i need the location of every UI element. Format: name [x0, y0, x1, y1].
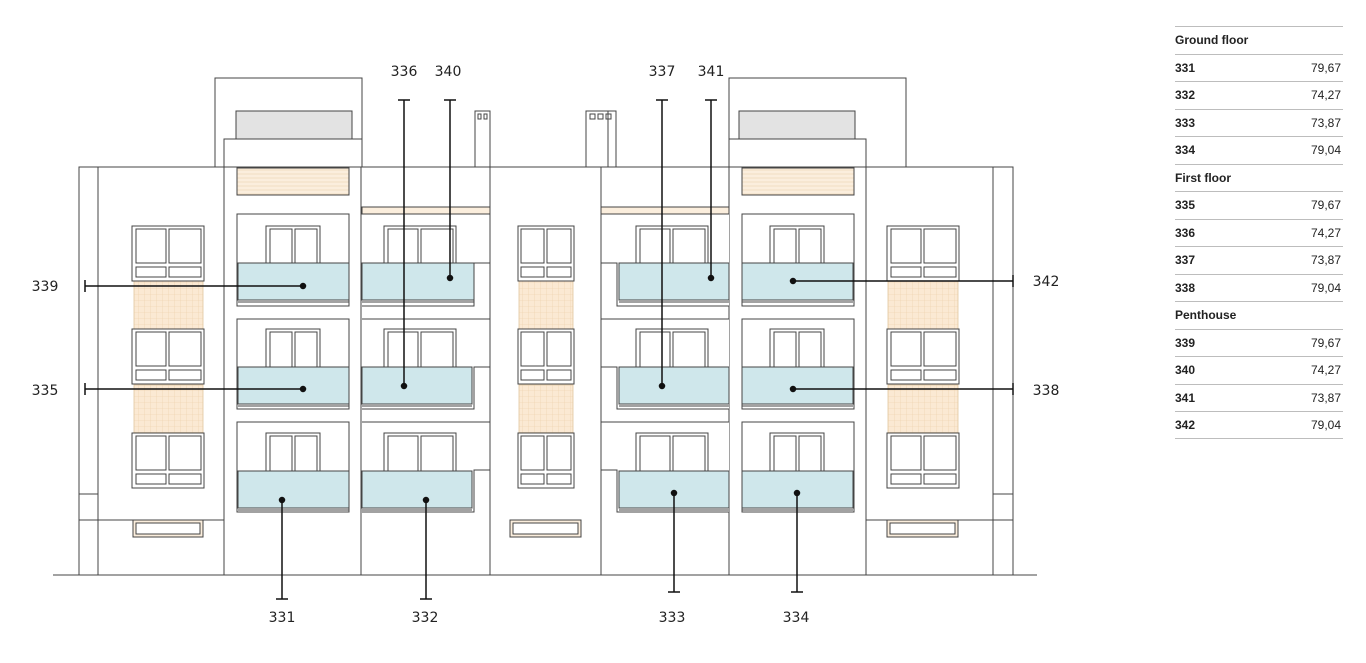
label-339: 339	[32, 279, 59, 295]
unit-area: 79,67	[1310, 198, 1341, 213]
label-336: 336	[391, 64, 418, 80]
unit-id: 334	[1175, 143, 1196, 158]
label-332: 332	[412, 610, 439, 626]
label-341: 341	[698, 64, 725, 80]
windows	[131, 225, 960, 489]
unit-area: 79,04	[1310, 280, 1341, 295]
unit-id: 337	[1175, 253, 1196, 268]
unit-area: 73,87	[1310, 390, 1341, 405]
unit-row: 342 79,04	[1175, 411, 1343, 439]
screens	[133, 280, 959, 434]
unit-area: 73,87	[1310, 115, 1341, 130]
balconies	[237, 262, 854, 511]
label-333: 333	[659, 610, 686, 626]
building-elevation-drawing: 336 340 337 341 339 335 342 338 331 332 …	[32, 64, 1060, 626]
label-338: 338	[1033, 383, 1060, 399]
unit-area: 74,27	[1310, 225, 1341, 240]
floor-heading-penthouse: Penthouse	[1175, 301, 1343, 329]
unit-row: 331 79,67	[1175, 53, 1343, 82]
label-342: 342	[1033, 274, 1060, 290]
unit-row: 340 74,27	[1175, 356, 1343, 384]
unit-id: 340	[1175, 363, 1196, 378]
roof-panels	[235, 110, 856, 215]
leader-lines	[84, 99, 1014, 600]
unit-labels: 336 340 337 341 339 335 342 338 331 332 …	[32, 64, 1060, 626]
unit-area: 73,87	[1310, 253, 1341, 268]
unit-id: 335	[1175, 198, 1196, 213]
unit-id: 331	[1175, 60, 1196, 75]
label-340: 340	[435, 64, 462, 80]
label-335: 335	[32, 383, 59, 399]
floor-name: Ground floor	[1175, 33, 1249, 48]
unit-area: 79,04	[1310, 143, 1341, 158]
floor-name: Penthouse	[1175, 308, 1237, 323]
label-337: 337	[649, 64, 676, 80]
unit-area: 79,67	[1310, 335, 1341, 350]
unit-id: 341	[1175, 390, 1196, 405]
unit-row: 336 74,27	[1175, 218, 1343, 247]
unit-row: 338 79,04	[1175, 273, 1343, 302]
unit-row: 337 73,87	[1175, 246, 1343, 274]
unit-id: 338	[1175, 280, 1196, 295]
base-vents	[132, 519, 959, 538]
unit-id: 332	[1175, 88, 1196, 103]
unit-area: 79,67	[1310, 60, 1341, 75]
unit-row: 332 74,27	[1175, 81, 1343, 109]
unit-row: 335 79,67	[1175, 191, 1343, 219]
label-334: 334	[783, 610, 810, 626]
unit-id: 339	[1175, 335, 1196, 350]
label-331: 331	[269, 610, 296, 626]
floor-heading-first: First floor	[1175, 163, 1343, 192]
unit-row: 339 79,67	[1175, 328, 1343, 357]
unit-id: 333	[1175, 115, 1196, 130]
unit-row: 334 79,04	[1175, 136, 1343, 164]
unit-id: 336	[1175, 225, 1196, 240]
unit-area: 74,27	[1310, 88, 1341, 103]
unit-area: 79,04	[1310, 417, 1341, 432]
floor-heading-ground: Ground floor	[1175, 26, 1343, 54]
floor-name: First floor	[1175, 170, 1231, 185]
unit-row: 341 73,87	[1175, 383, 1343, 412]
unit-id: 342	[1175, 417, 1196, 432]
unit-row: 333 73,87	[1175, 108, 1343, 137]
unit-area: 74,27	[1310, 363, 1341, 378]
